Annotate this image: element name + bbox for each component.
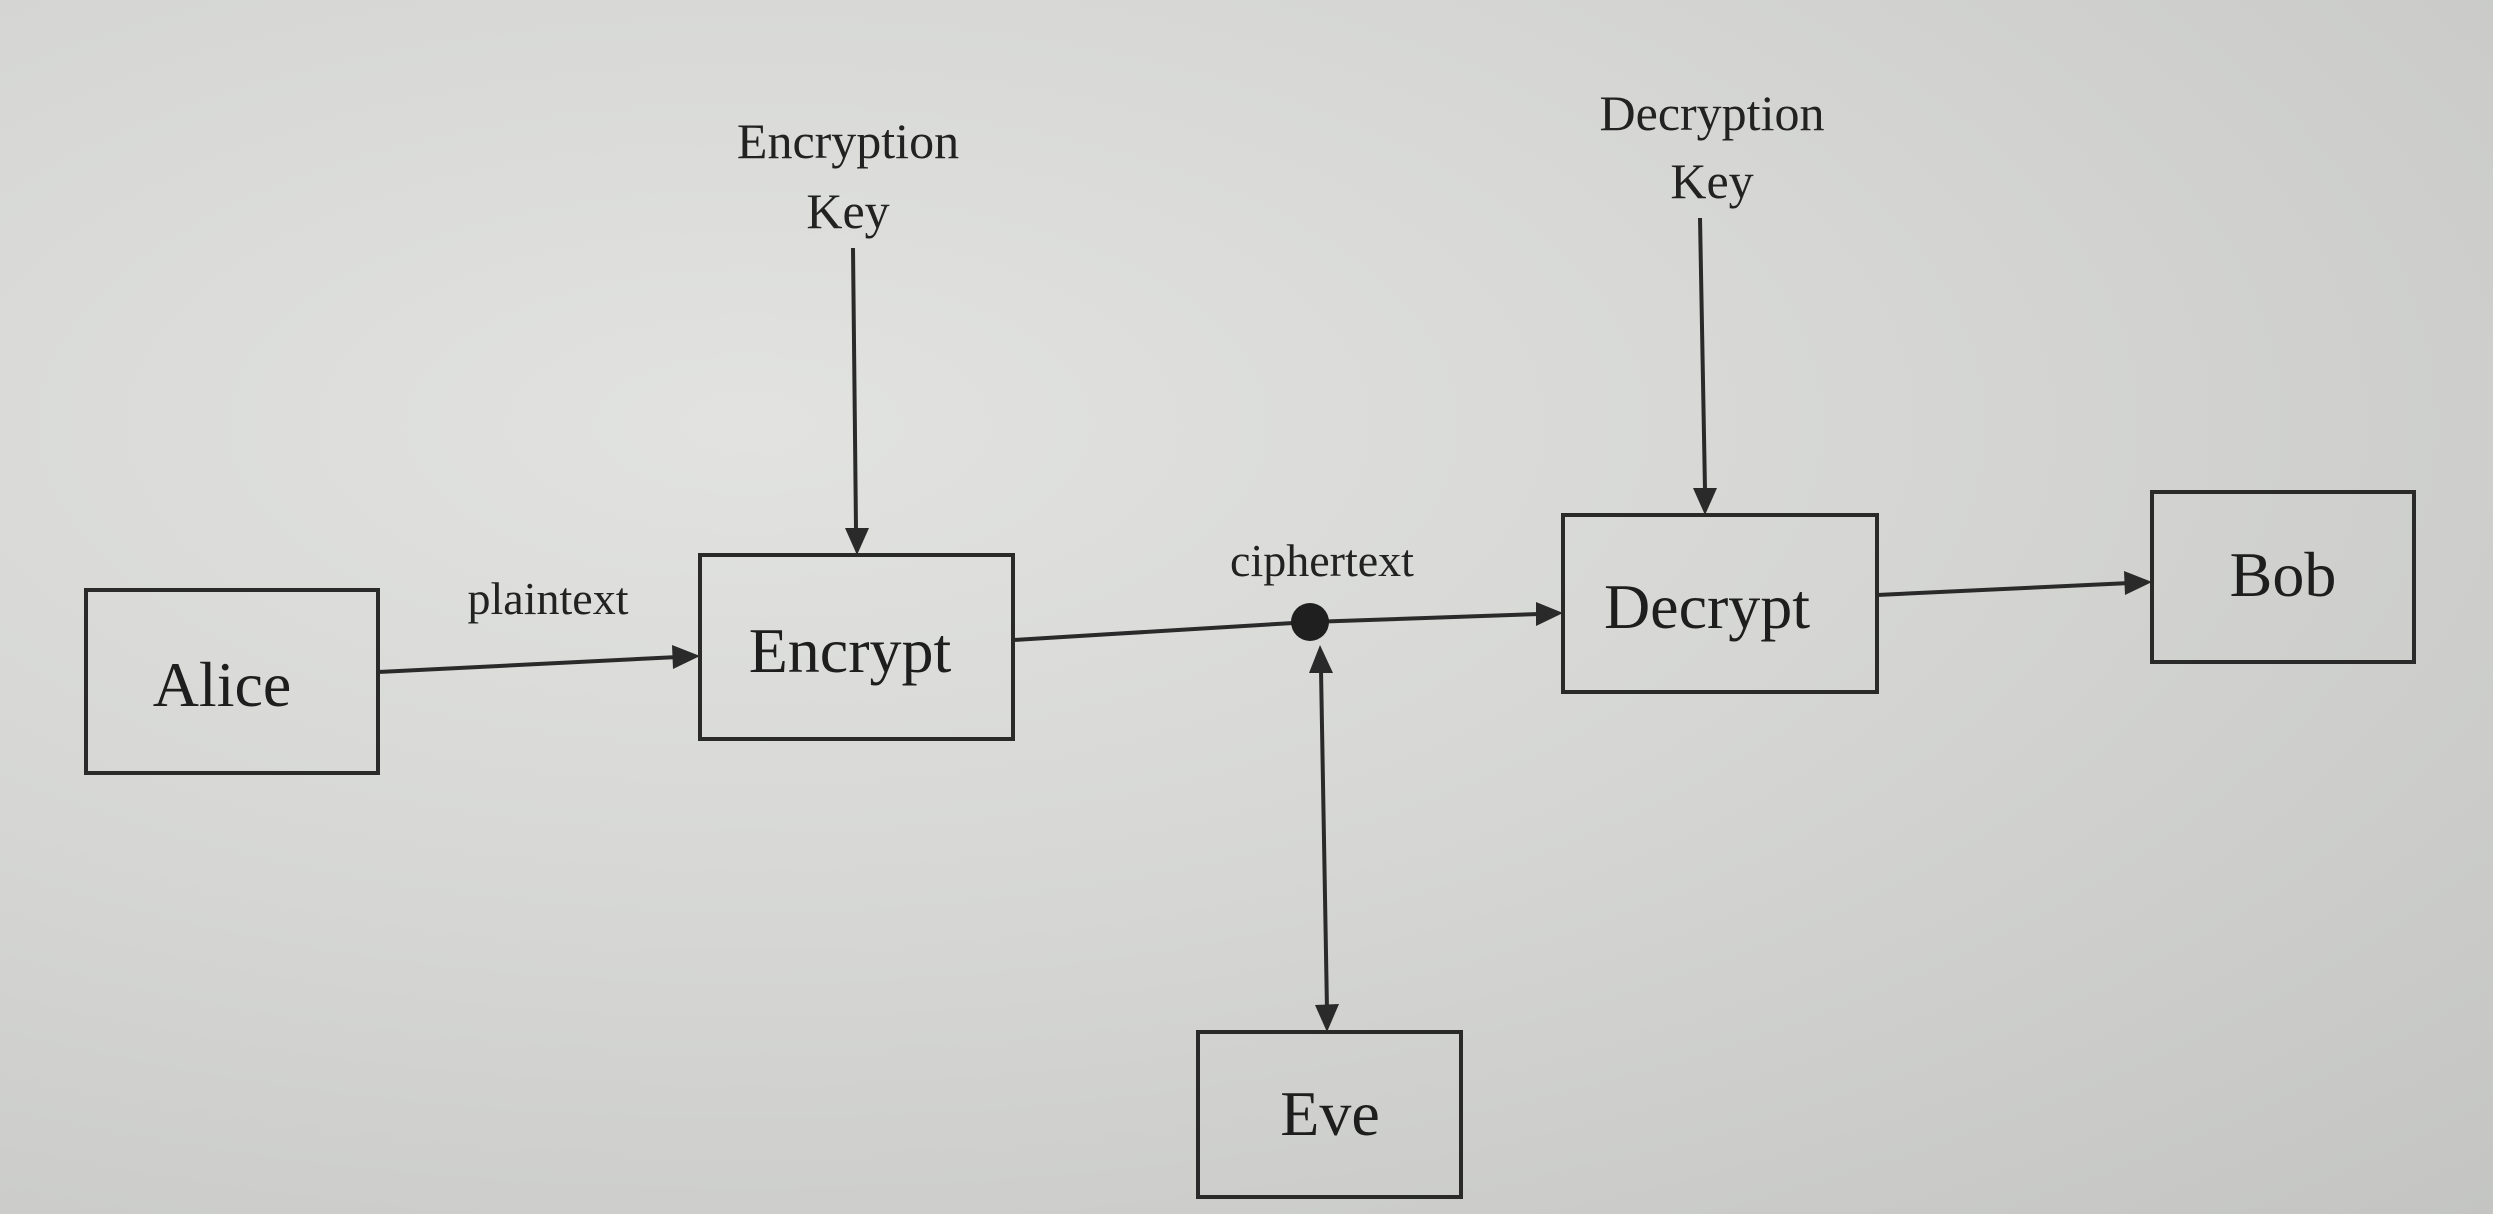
edge-tap-eve [1319,669,1329,1011]
node-alice: Alice [84,588,380,775]
ciphertext-tap-dot [1291,603,1329,641]
edge-decrypt-bob [1876,581,2131,597]
edge-decryption-key [1698,217,1707,491]
node-decrypt-label: Decrypt [1604,571,1810,642]
node-decrypt: Decrypt [1561,513,1879,694]
node-bob: Bob [2150,490,2416,664]
encryption-key-label-line2: Key [806,183,889,239]
decryption-key-label-line2: Key [1670,153,1753,209]
edge-label-plaintext: plaintext [468,573,629,624]
node-decrypt-box [1561,513,1879,694]
encryption-key-label-line1: Encryption [737,113,959,169]
node-bob-box [2150,490,2416,664]
node-encrypt-box [698,553,1015,741]
arrowhead-decryption-key [1693,488,1717,515]
arrowhead-decrypt-bob [2124,571,2152,595]
node-alice-label: Alice [153,649,292,720]
arrowhead-eve-up [1309,645,1333,673]
edge-encryption-key [851,247,858,531]
arrowhead-alice-encrypt [672,645,700,669]
node-eve-label: Eve [1280,1078,1380,1149]
edge-label-ciphertext: ciphertext [1230,535,1414,586]
node-bob-label: Bob [2230,539,2337,610]
node-eve: Eve [1196,1030,1463,1199]
node-encrypt-label: Encrypt [749,615,952,686]
node-encrypt: Encrypt [698,553,1015,741]
edge-alice-encrypt [377,655,679,674]
arrowhead-eve-down [1315,1004,1339,1032]
node-alice-box [84,588,380,775]
node-eve-box [1196,1030,1463,1199]
arrowhead-encryption-key [845,528,869,555]
edge-tap-decrypt [1309,612,1541,624]
decryption-key-label-line1: Decryption [1600,85,1825,141]
arrowhead-tap-decrypt [1536,602,1563,626]
edge-encrypt-tap [1012,620,1311,642]
